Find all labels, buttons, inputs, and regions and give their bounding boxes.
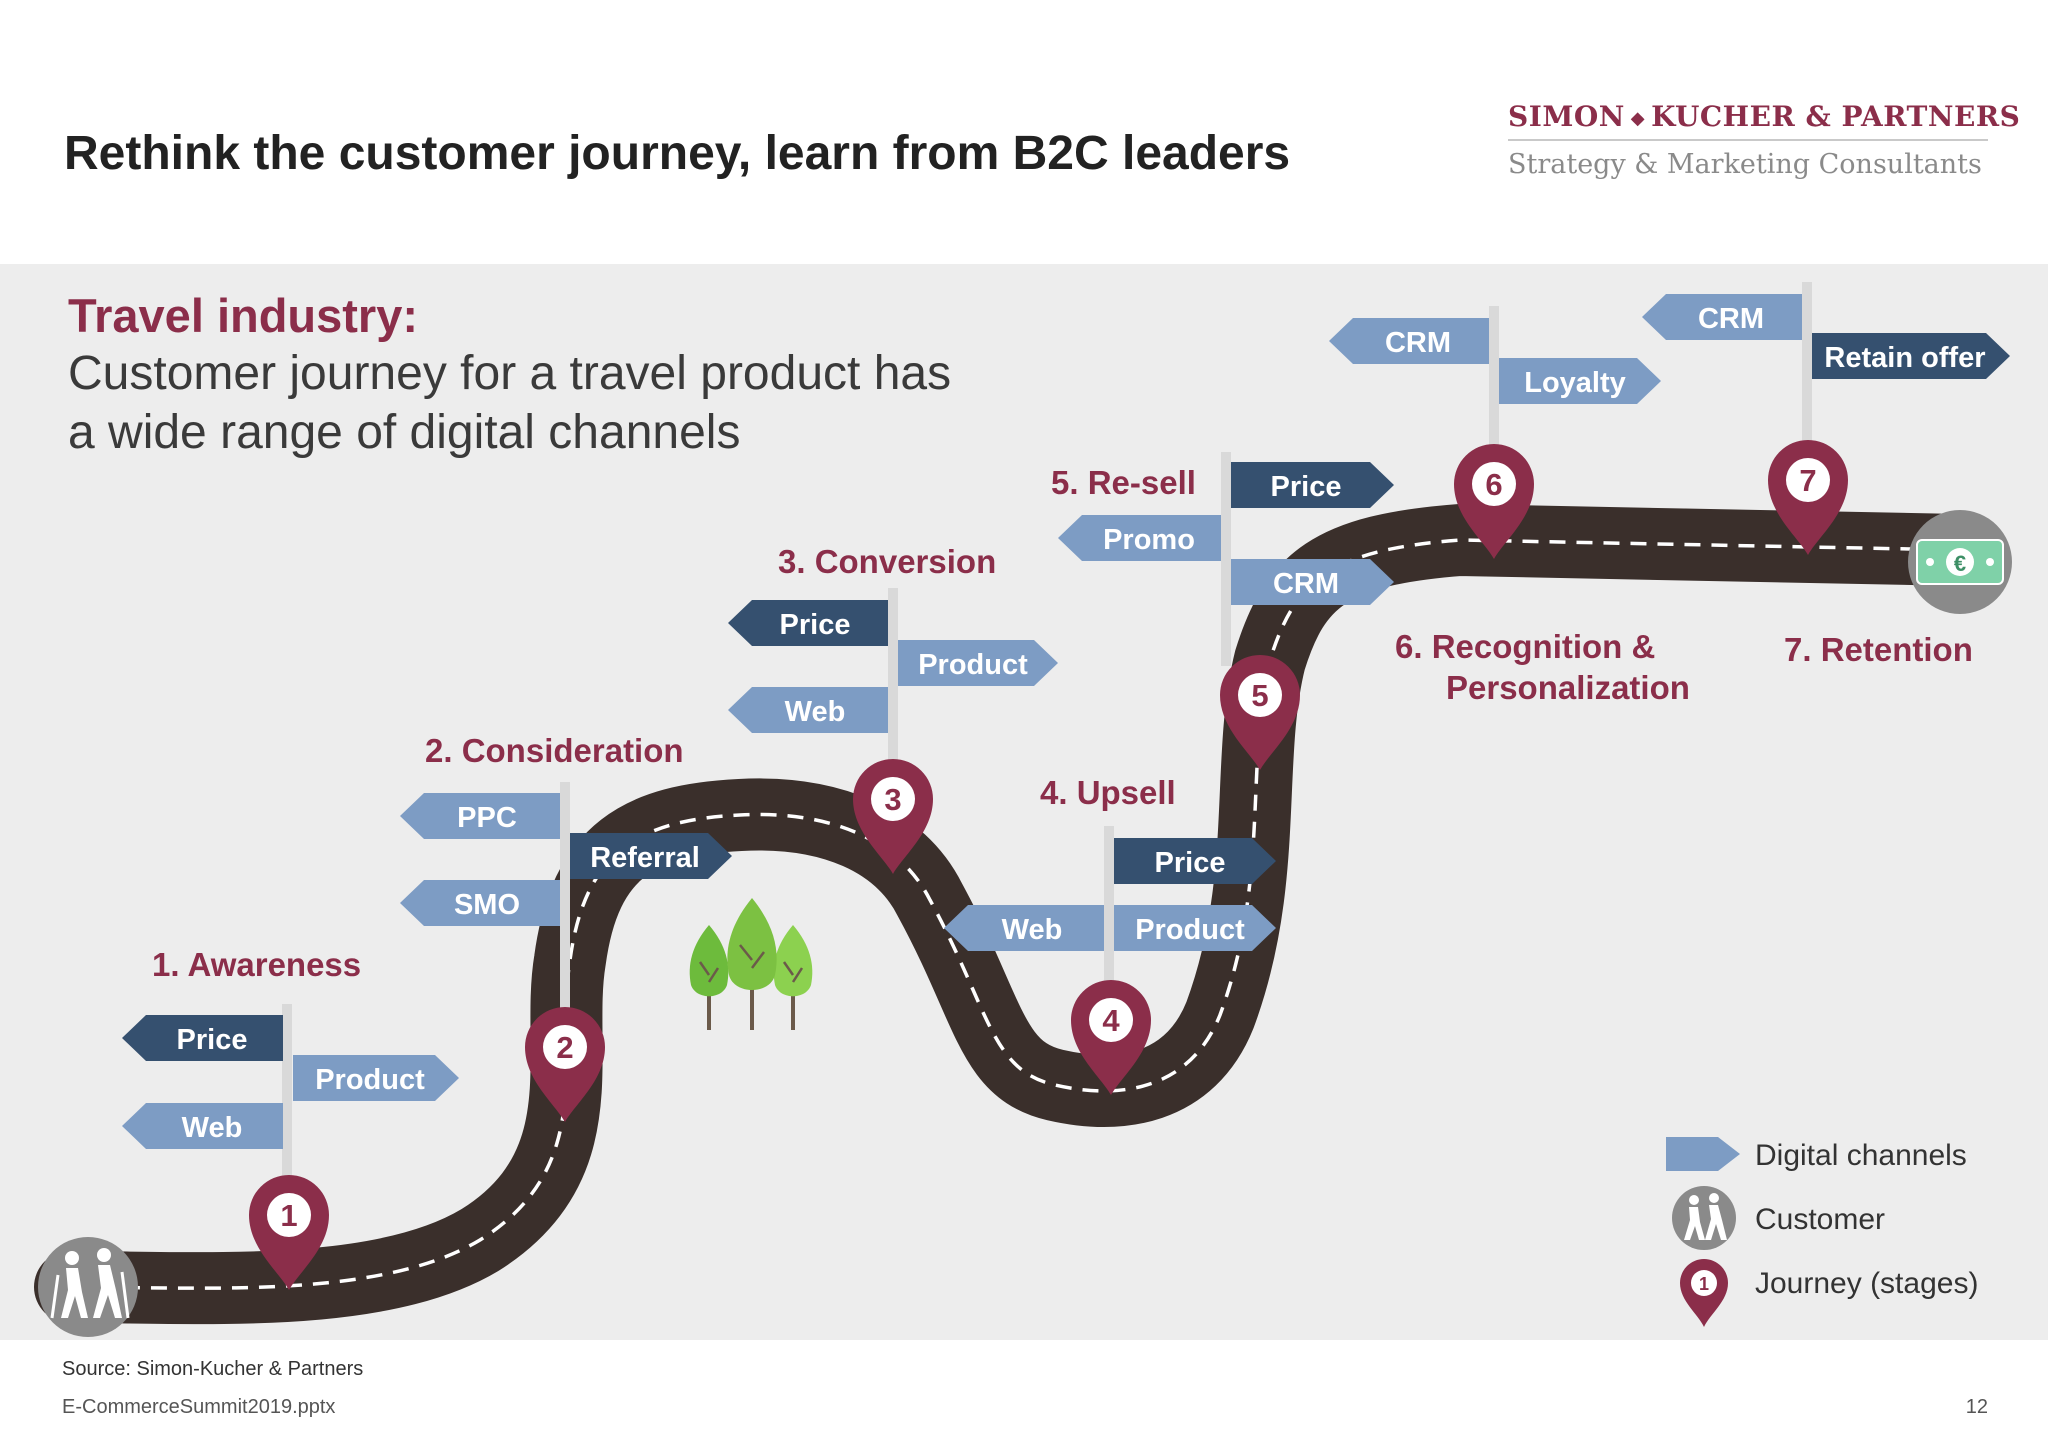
sign-ppc bbox=[400, 793, 560, 839]
stage-1-pin: 1 bbox=[249, 1175, 329, 1290]
legend: Digital channels Customer 1 Journey (sta… bbox=[1666, 1137, 1978, 1327]
sign-product bbox=[1114, 905, 1276, 951]
sign-product bbox=[898, 640, 1058, 686]
sign-price-label: Price bbox=[177, 1024, 248, 1056]
section-heading: Travel industry: bbox=[68, 289, 418, 342]
source-note: Source: Simon-Kucher & Partners bbox=[62, 1358, 364, 1380]
stage-6-pin: 6 bbox=[1454, 444, 1534, 559]
sign-loyalty-label: Loyalty bbox=[1524, 367, 1626, 399]
stage-2-signs: PPC Referral SMO bbox=[400, 793, 732, 926]
stage-5-signs: Price Promo CRM bbox=[1058, 462, 1394, 605]
sign-price bbox=[728, 600, 888, 646]
slide-title: Rethink the customer journey, learn from… bbox=[64, 127, 1291, 180]
sign-price-label: Price bbox=[1271, 471, 1342, 503]
stage-7-signs: CRM Retain offer bbox=[1642, 294, 2010, 379]
sign-web bbox=[122, 1103, 283, 1149]
sign-product bbox=[293, 1055, 459, 1101]
sign-web bbox=[728, 687, 888, 733]
sign-price-label: Price bbox=[1155, 847, 1226, 879]
sign-crm-label: CRM bbox=[1273, 568, 1339, 600]
stage-5-pin: 5 bbox=[1220, 655, 1300, 770]
sign-web-label: Web bbox=[1002, 914, 1063, 946]
stage-2-pin: 2 bbox=[525, 1007, 605, 1122]
sign-loyalty bbox=[1499, 358, 1661, 404]
stage-4-pin: 4 bbox=[1071, 980, 1151, 1095]
sign-web bbox=[944, 905, 1104, 951]
sign-smo bbox=[400, 880, 560, 926]
sign-price bbox=[1231, 462, 1394, 508]
legend-digital-label: Digital channels bbox=[1755, 1139, 1967, 1172]
stage-3-pin: 3 bbox=[853, 759, 933, 874]
stage-1-signs: Price Product Web bbox=[122, 1015, 459, 1149]
stage-1-label: 1. Awareness bbox=[152, 946, 361, 983]
sign-retain-offer bbox=[1812, 333, 2010, 379]
legend-sign-icon bbox=[1666, 1137, 1740, 1171]
sign-price-label: Price bbox=[780, 609, 851, 641]
brand-divider bbox=[1508, 139, 1988, 141]
sign-retain-offer-label: Retain offer bbox=[1824, 342, 1985, 374]
legend-hikers-icon bbox=[1672, 1186, 1736, 1250]
stage-1-pin-number: 1 bbox=[280, 1198, 297, 1233]
sign-crm bbox=[1642, 294, 1802, 340]
stage-4-signs: Price Web Product bbox=[944, 838, 1276, 951]
sign-price bbox=[122, 1015, 283, 1061]
sign-referral bbox=[570, 833, 732, 879]
stage-5-pin-number: 5 bbox=[1251, 678, 1268, 713]
sign-crm bbox=[1329, 318, 1489, 364]
stage-6-label-line2: Personalization bbox=[1446, 669, 1690, 706]
legend-customer-label: Customer bbox=[1755, 1203, 1885, 1236]
stage-5-label: 5. Re-sell bbox=[1051, 464, 1196, 501]
sign-product-label: Product bbox=[315, 1064, 425, 1096]
page-number: 12 bbox=[1965, 1396, 1988, 1418]
sign-price bbox=[1114, 838, 1276, 884]
sign-web-label: Web bbox=[182, 1112, 243, 1144]
sign-crm bbox=[1231, 559, 1394, 605]
sign-ppc-label: PPC bbox=[457, 802, 517, 834]
sign-promo bbox=[1058, 515, 1221, 561]
stage-7-label: 7. Retention bbox=[1784, 631, 1973, 668]
legend-pin-number: 1 bbox=[1699, 1274, 1709, 1294]
sign-referral-label: Referral bbox=[590, 842, 700, 874]
stage-3-label: 3. Conversion bbox=[778, 543, 996, 580]
sign-crm-label: CRM bbox=[1698, 303, 1764, 335]
sign-smo-label: SMO bbox=[454, 889, 520, 921]
legend-pin-icon: 1 bbox=[1680, 1259, 1728, 1327]
stage-3-pin-number: 3 bbox=[884, 782, 901, 817]
stage-2-label: 2. Consideration bbox=[425, 732, 684, 769]
legend-journey-label: Journey (stages) bbox=[1755, 1267, 1978, 1300]
sign-crm-label: CRM bbox=[1385, 327, 1451, 359]
stage-3-signs: Price Product Web bbox=[728, 600, 1058, 733]
stage-6-signs: CRM Loyalty bbox=[1329, 318, 1661, 404]
stage-7-pin-number: 7 bbox=[1799, 463, 1816, 498]
brand-tagline: Strategy & Marketing Consultants bbox=[1508, 149, 1982, 180]
brand-name: SIMON◆KUCHER & PARTNERS bbox=[1508, 100, 2021, 133]
stage-4-pin-number: 4 bbox=[1102, 1003, 1120, 1038]
stage-6-pin-number: 6 bbox=[1485, 467, 1502, 502]
section-subheading: Customer journey for a travel product ha… bbox=[68, 347, 952, 459]
sign-product-label: Product bbox=[1135, 914, 1245, 946]
brand-logo: SIMON◆KUCHER & PARTNERS Strategy & Marke… bbox=[1508, 100, 2021, 180]
stage-7-pin: 7 bbox=[1768, 440, 1848, 555]
trees-icon bbox=[689, 898, 813, 1030]
stage-6-label-line1: 6. Recognition & bbox=[1395, 628, 1655, 665]
sign-web-label: Web bbox=[785, 696, 846, 728]
svg-text:€: € bbox=[1954, 551, 1966, 576]
hikers-icon bbox=[38, 1237, 138, 1337]
stage-4-label: 4. Upsell bbox=[1040, 774, 1176, 811]
euro-banknote-icon: € bbox=[1908, 510, 2012, 614]
sign-posts bbox=[282, 282, 1812, 1196]
sign-promo-label: Promo bbox=[1103, 524, 1195, 556]
footer-filename: E-CommerceSummit2019.pptx bbox=[62, 1396, 336, 1418]
sign-product-label: Product bbox=[918, 649, 1028, 681]
stage-2-pin-number: 2 bbox=[556, 1030, 573, 1065]
